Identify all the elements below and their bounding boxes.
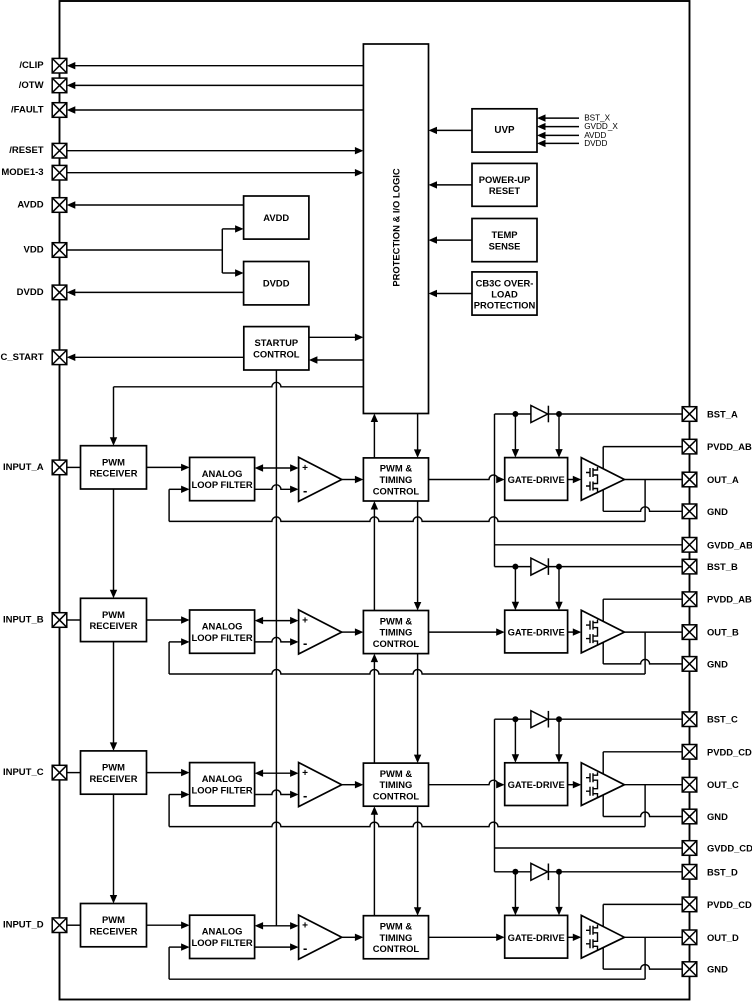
svg-text:PWM &: PWM & [380, 921, 413, 932]
svg-text:RECEIVER: RECEIVER [90, 773, 138, 784]
svg-text:PWM: PWM [102, 609, 125, 620]
svg-text:PROTECTION & I/O LOGIC: PROTECTION & I/O LOGIC [390, 168, 401, 286]
svg-text:GATE-DRIVE: GATE-DRIVE [508, 474, 565, 485]
svg-text:PWM: PWM [102, 761, 125, 772]
svg-text:GVDD_AB: GVDD_AB [707, 539, 752, 550]
svg-text:INPUT_D: INPUT_D [3, 920, 44, 931]
svg-text:LOOP FILTER: LOOP FILTER [192, 632, 253, 643]
svg-text:PWM &: PWM & [380, 615, 413, 626]
svg-text:GND: GND [707, 964, 728, 975]
svg-text:LOOP FILTER: LOOP FILTER [192, 937, 253, 948]
svg-text:DVDD: DVDD [263, 278, 290, 289]
svg-text:+: + [302, 463, 308, 474]
svg-text:GATE-DRIVE: GATE-DRIVE [508, 779, 565, 790]
svg-text:CONTROL: CONTROL [373, 638, 420, 649]
svg-text:PVDD_CD: PVDD_CD [707, 899, 752, 910]
svg-text:/OTW: /OTW [19, 80, 44, 91]
svg-text:GATE-DRIVE: GATE-DRIVE [508, 932, 565, 943]
svg-text:VDD: VDD [24, 245, 44, 256]
svg-text:CONTROL: CONTROL [373, 943, 420, 954]
svg-text:/RESET: /RESET [9, 145, 44, 156]
svg-text:MODE1-3: MODE1-3 [1, 167, 43, 178]
svg-text:TIMING: TIMING [380, 932, 413, 943]
svg-text:CONTROL: CONTROL [373, 791, 420, 802]
svg-text:-: - [303, 941, 307, 956]
svg-text:GND: GND [707, 811, 728, 822]
svg-text:PVDD_AB: PVDD_AB [707, 441, 752, 452]
svg-text:SENSE: SENSE [489, 240, 521, 251]
svg-text:INPUT_C: INPUT_C [3, 767, 44, 778]
svg-text:+: + [302, 921, 308, 932]
svg-text:RECEIVER: RECEIVER [90, 620, 138, 631]
svg-text:BST_C: BST_C [707, 714, 738, 725]
svg-text:GND: GND [707, 658, 728, 669]
svg-text:ANALOG: ANALOG [202, 621, 243, 632]
svg-text:CB3C OVER-: CB3C OVER- [476, 278, 534, 289]
svg-text:PWM &: PWM & [380, 463, 413, 474]
svg-text:LOAD: LOAD [491, 289, 518, 300]
svg-text:CONTROL: CONTROL [253, 348, 300, 359]
svg-text:BST_B: BST_B [707, 561, 738, 572]
svg-text:CONTROL: CONTROL [373, 485, 420, 496]
svg-text:POWER-UP: POWER-UP [479, 174, 531, 185]
svg-text:INPUT_B: INPUT_B [3, 615, 44, 626]
svg-text:LOOP FILTER: LOOP FILTER [192, 479, 253, 490]
svg-text:TIMING: TIMING [380, 627, 413, 638]
svg-text:BST_A: BST_A [707, 409, 738, 420]
svg-text:ANALOG: ANALOG [202, 773, 243, 784]
svg-text:RECEIVER: RECEIVER [90, 925, 138, 936]
svg-text:STARTUP: STARTUP [255, 337, 299, 348]
svg-text:OUT_A: OUT_A [707, 474, 739, 485]
svg-text:-: - [303, 788, 307, 803]
svg-text:AVDD: AVDD [17, 200, 43, 211]
svg-text:DVDD: DVDD [17, 287, 44, 298]
svg-text:RECEIVER: RECEIVER [90, 468, 138, 479]
svg-text:-: - [303, 483, 307, 498]
svg-text:AVDD: AVDD [584, 131, 606, 140]
svg-text:INPUT_A: INPUT_A [3, 462, 44, 473]
svg-text:+: + [302, 768, 308, 779]
svg-text:TIMING: TIMING [380, 474, 413, 485]
svg-text:-: - [303, 635, 307, 650]
svg-text:RESET: RESET [489, 185, 521, 196]
svg-text:AVDD: AVDD [263, 212, 289, 223]
svg-text:GND: GND [707, 506, 728, 517]
svg-text:ANALOG: ANALOG [202, 468, 243, 479]
svg-text:/CLIP: /CLIP [19, 60, 44, 71]
svg-text:PWM: PWM [102, 456, 125, 467]
svg-text:BST_X: BST_X [584, 114, 610, 123]
svg-text:ANALOG: ANALOG [202, 926, 243, 937]
svg-text:BST_D: BST_D [707, 866, 738, 877]
svg-text:PROTECTION: PROTECTION [474, 299, 536, 310]
svg-text:LOOP FILTER: LOOP FILTER [192, 784, 253, 795]
svg-text:GVDD_X: GVDD_X [584, 122, 618, 131]
svg-text:OUT_C: OUT_C [707, 779, 739, 790]
svg-text:PWM &: PWM & [380, 768, 413, 779]
svg-text:C_START: C_START [0, 352, 43, 363]
svg-text:PVDD_CD: PVDD_CD [707, 746, 752, 757]
svg-text:DVDD: DVDD [584, 139, 607, 148]
svg-text:+: + [302, 616, 308, 627]
svg-text:/FAULT: /FAULT [11, 105, 44, 116]
svg-text:OUT_B: OUT_B [707, 627, 739, 638]
svg-text:TIMING: TIMING [380, 779, 413, 790]
svg-text:OUT_D: OUT_D [707, 932, 739, 943]
svg-text:UVP: UVP [494, 125, 515, 136]
svg-text:PVDD_AB: PVDD_AB [707, 594, 752, 605]
svg-text:PWM: PWM [102, 914, 125, 925]
svg-text:GATE-DRIVE: GATE-DRIVE [508, 627, 565, 638]
svg-text:GVDD_CD: GVDD_CD [707, 843, 752, 854]
svg-text:TEMP: TEMP [491, 229, 517, 240]
